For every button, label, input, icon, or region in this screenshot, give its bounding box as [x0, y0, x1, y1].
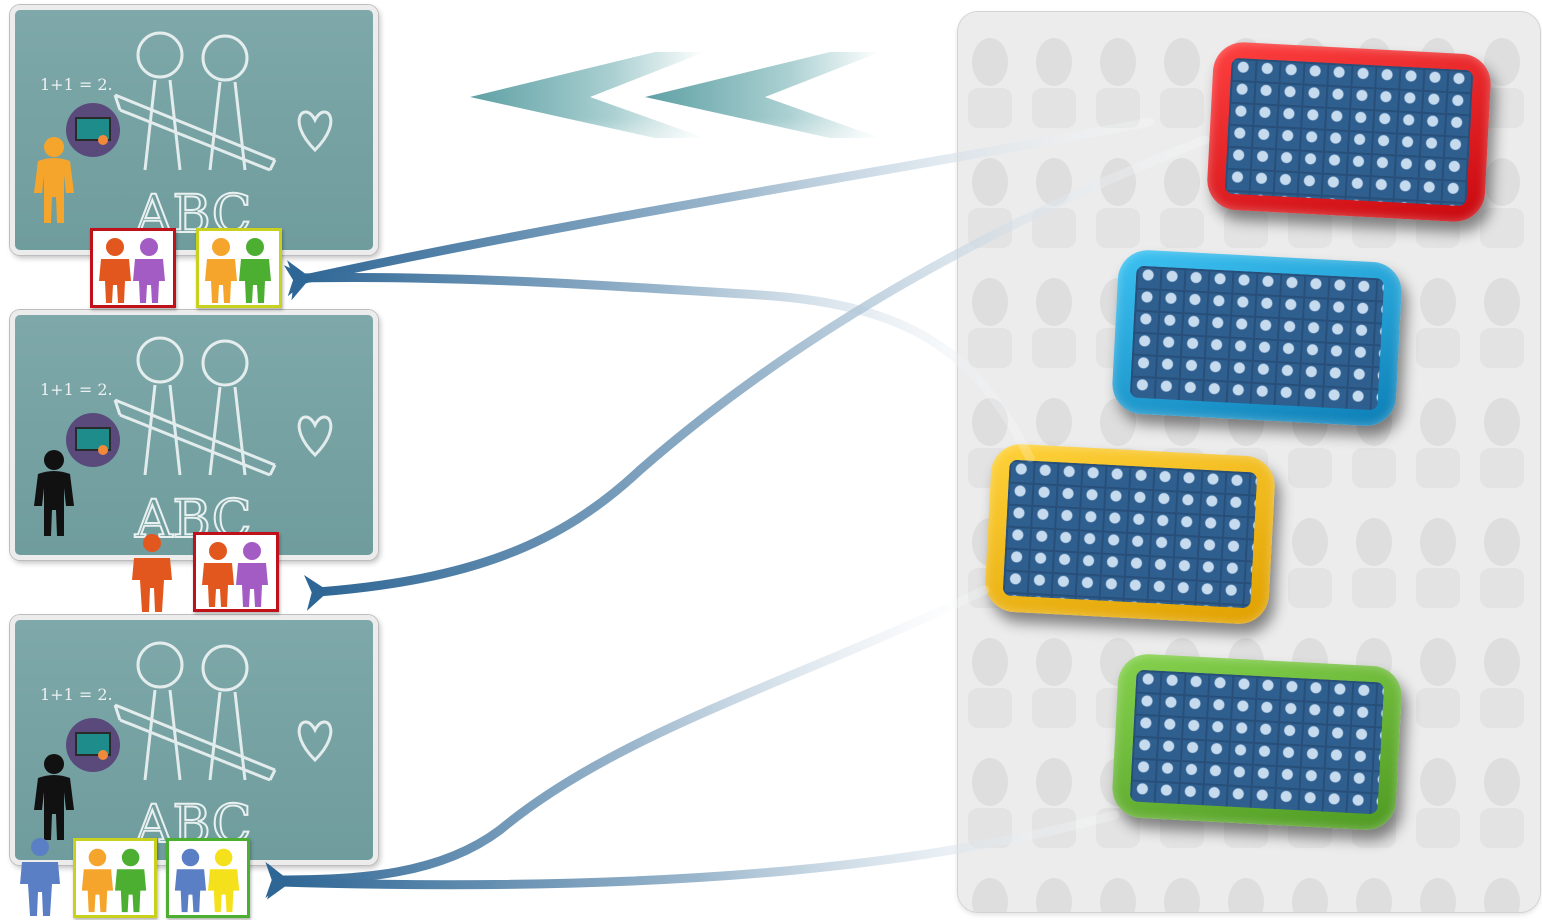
student-group-tile-yellow[interactable]: [984, 443, 1276, 626]
student-group-tile-blue[interactable]: [1111, 249, 1403, 428]
pair-of-people-icon: [166, 838, 250, 918]
student-group-tile-green[interactable]: [1111, 653, 1403, 832]
equation-text: 1+1 = 2.: [40, 380, 113, 399]
teacher-person-icon: [32, 752, 76, 840]
arrow-yellow-to-board-1: [300, 277, 1030, 458]
pair-of-people-icon: [196, 228, 282, 308]
chevron-left-icon: [470, 52, 890, 163]
pair-of-people-icon: [73, 838, 157, 918]
teacher-person-icon: [32, 135, 76, 223]
equation-text: 1+1 = 2.: [40, 75, 113, 94]
student-person-icon: [18, 836, 62, 916]
student-person-icon: [130, 532, 174, 612]
pair-of-people-icon: [90, 228, 176, 308]
pair-of-people-icon: [193, 532, 279, 612]
teacher-person-icon: [32, 448, 76, 536]
student-group-tile-red[interactable]: [1206, 41, 1492, 223]
equation-text: 1+1 = 2.: [40, 685, 113, 704]
arrow-yellow-to-board-3: [278, 590, 985, 880]
